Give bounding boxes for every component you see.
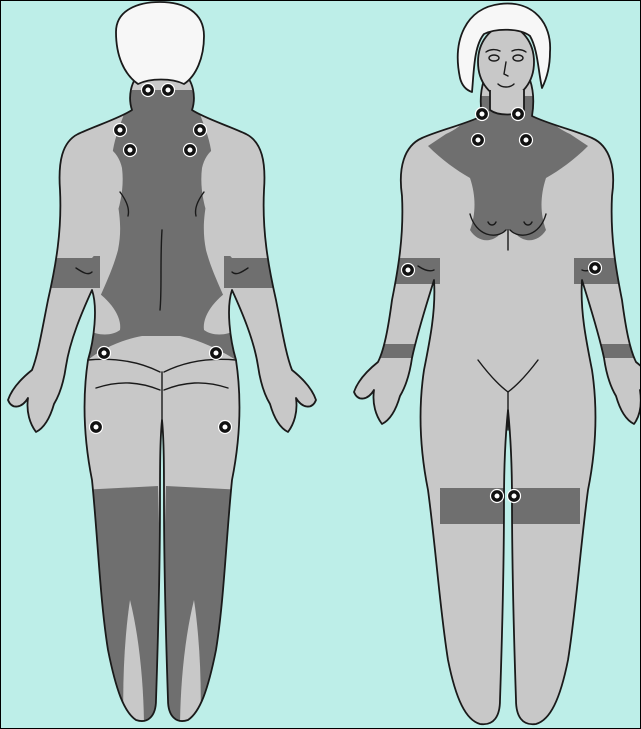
tender-point — [491, 490, 504, 503]
tender-point — [184, 144, 197, 157]
tender-point — [210, 347, 223, 360]
tender-point — [476, 108, 489, 121]
tender-point — [142, 84, 155, 97]
tender-point — [520, 134, 533, 147]
tender-point — [512, 108, 525, 121]
tender-point — [98, 347, 111, 360]
tender-point — [219, 421, 232, 434]
tender-point — [114, 124, 127, 137]
back-hair — [116, 2, 204, 84]
tender-point — [508, 490, 521, 503]
tender-point — [162, 84, 175, 97]
tender-point — [194, 124, 207, 137]
tender-point — [472, 134, 485, 147]
tender-point — [589, 262, 602, 275]
tender-point — [124, 144, 137, 157]
tender-point — [90, 421, 103, 434]
tender-point — [402, 264, 415, 277]
